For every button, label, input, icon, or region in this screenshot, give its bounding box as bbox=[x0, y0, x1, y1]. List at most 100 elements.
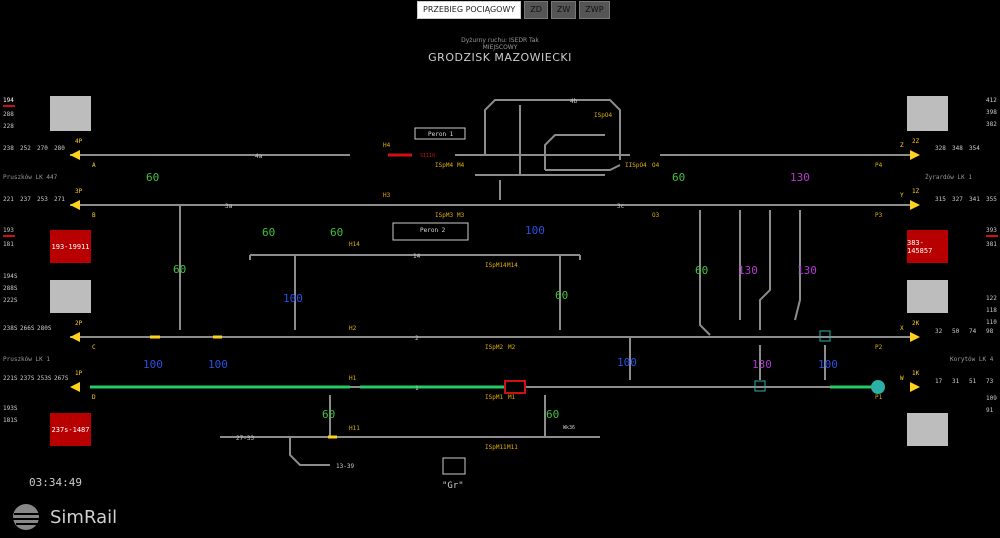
signal-1p-arrow[interactable] bbox=[70, 382, 80, 392]
svg-text:100: 100 bbox=[617, 356, 637, 369]
svg-text:60: 60 bbox=[146, 171, 159, 184]
station-name: GRODZISK MAZOWIECKI bbox=[428, 51, 572, 64]
train-box-left-upper[interactable]: 193-19911 bbox=[50, 230, 91, 263]
svg-text:P1: P1 bbox=[875, 394, 883, 401]
block-indicator-right-3[interactable] bbox=[907, 413, 948, 446]
svg-text:237S: 237S bbox=[20, 375, 35, 382]
svg-text:3P: 3P bbox=[75, 188, 83, 195]
signal-1z-arrow[interactable] bbox=[910, 200, 920, 210]
svg-text:60: 60 bbox=[173, 263, 186, 276]
svg-text:1K: 1K bbox=[912, 370, 920, 377]
mode-zd-button[interactable]: ZD bbox=[524, 1, 548, 19]
svg-text:H3: H3 bbox=[383, 192, 391, 199]
right-block-numbers-d: 109 91 bbox=[986, 395, 997, 414]
svg-text:98: 98 bbox=[986, 328, 994, 335]
svg-text:327: 327 bbox=[952, 196, 963, 203]
svg-text:100: 100 bbox=[283, 292, 303, 305]
block-indicator-left-1[interactable] bbox=[50, 96, 91, 131]
svg-text:237: 237 bbox=[20, 196, 31, 203]
svg-text:ISpM2: ISpM2 bbox=[485, 344, 503, 351]
svg-text:ISpM4: ISpM4 bbox=[435, 162, 453, 169]
operator-role-label: MIEJSCOWY bbox=[482, 44, 518, 51]
svg-text:P2: P2 bbox=[875, 344, 883, 351]
svg-text:4P: 4P bbox=[75, 138, 83, 145]
svg-text:M1: M1 bbox=[508, 394, 516, 401]
svg-text:1P: 1P bbox=[75, 370, 83, 377]
svg-text:267S: 267S bbox=[54, 375, 69, 382]
svg-text:100: 100 bbox=[818, 358, 838, 371]
svg-text:100: 100 bbox=[208, 358, 228, 371]
svg-text:D: D bbox=[92, 394, 96, 401]
level-crossing-icon[interactable] bbox=[442, 457, 466, 475]
svg-text:271: 271 bbox=[54, 196, 65, 203]
svg-text:130: 130 bbox=[738, 264, 758, 277]
block-indicator-left-2[interactable] bbox=[50, 280, 91, 313]
svg-text:348: 348 bbox=[952, 145, 963, 152]
svg-text:ISpM11: ISpM11 bbox=[485, 444, 507, 451]
svg-text:100: 100 bbox=[143, 358, 163, 371]
svg-text:M3: M3 bbox=[457, 212, 465, 219]
simrail-logo: SimRail bbox=[10, 502, 117, 532]
svg-text:Peron 2: Peron 2 bbox=[420, 227, 446, 234]
train-box-left-lower[interactable]: 237s-1487 bbox=[50, 413, 91, 446]
svg-text:4b: 4b bbox=[570, 98, 578, 105]
platform-2 bbox=[392, 222, 469, 241]
train-marker-m1[interactable] bbox=[504, 380, 526, 394]
train-marker-p1[interactable] bbox=[871, 380, 885, 394]
svg-text:60: 60 bbox=[330, 226, 343, 239]
svg-text:IISpO4: IISpO4 bbox=[625, 162, 647, 169]
svg-text:253S: 253S bbox=[37, 375, 52, 382]
clock: 03:34:49 bbox=[29, 476, 82, 489]
block-indicator-right-2[interactable] bbox=[907, 280, 948, 313]
signal-3p-arrow[interactable] bbox=[70, 200, 80, 210]
train-box-right-upper[interactable]: 383-145857 bbox=[907, 230, 948, 263]
svg-text:50: 50 bbox=[952, 328, 960, 335]
switch-58-marker[interactable] bbox=[754, 380, 766, 392]
mode-train-route-button[interactable]: PRZEBIEG POCIĄGOWY bbox=[417, 1, 522, 19]
mode-zw-button[interactable]: ZW bbox=[550, 1, 577, 19]
svg-text:3c: 3c bbox=[617, 203, 625, 210]
signal-2p-arrow[interactable] bbox=[70, 332, 80, 342]
svg-text:M14: M14 bbox=[507, 262, 518, 269]
svg-text:280S: 280S bbox=[37, 325, 52, 332]
svg-text:H14: H14 bbox=[349, 241, 360, 248]
svg-text:H2: H2 bbox=[349, 325, 357, 332]
signal-4p-arrow[interactable] bbox=[70, 150, 80, 160]
svg-text:130: 130 bbox=[752, 358, 772, 371]
svg-text:"Gr": "Gr" bbox=[442, 481, 464, 491]
direction-right-bottom: Korytów LK 4 bbox=[950, 356, 994, 363]
svg-text:ISpO4: ISpO4 bbox=[594, 112, 612, 119]
svg-text:252: 252 bbox=[20, 145, 31, 152]
mode-zwp-button[interactable]: ZWP bbox=[579, 1, 610, 19]
svg-text:221: 221 bbox=[3, 196, 14, 203]
svg-text:X: X bbox=[900, 325, 904, 332]
operator-label: Dyżurny ruchu: ISEDR Tak bbox=[461, 37, 539, 44]
svg-text:M11: M11 bbox=[507, 444, 518, 451]
svg-text:H1: H1 bbox=[349, 375, 357, 382]
block-indicator-right-1[interactable] bbox=[907, 96, 948, 131]
svg-text:2Z: 2Z bbox=[912, 138, 920, 145]
signal-2k-arrow[interactable] bbox=[910, 332, 920, 342]
svg-text:60: 60 bbox=[555, 289, 568, 302]
signal-1k-arrow[interactable] bbox=[910, 382, 920, 392]
switch-63-marker[interactable] bbox=[819, 330, 831, 342]
direction-left-top: Pruszków LK 447 bbox=[3, 174, 58, 181]
svg-text:O3: O3 bbox=[652, 212, 660, 219]
svg-text:W: W bbox=[900, 375, 904, 382]
simrail-logo-icon bbox=[13, 504, 40, 530]
svg-text:2: 2 bbox=[415, 335, 419, 342]
svg-text:221S: 221S bbox=[3, 375, 18, 382]
svg-text:ISpM3: ISpM3 bbox=[435, 212, 453, 219]
svg-text:238: 238 bbox=[3, 145, 14, 152]
signal-2z-arrow[interactable] bbox=[910, 150, 920, 160]
svg-text:O4: O4 bbox=[652, 162, 660, 169]
track-4b-loop[interactable] bbox=[484, 99, 621, 160]
svg-text:17: 17 bbox=[935, 378, 943, 385]
svg-text:60: 60 bbox=[262, 226, 275, 239]
svg-text:355: 355 bbox=[986, 196, 997, 203]
platform-1 bbox=[414, 127, 466, 140]
svg-text:51: 51 bbox=[969, 378, 977, 385]
svg-text:100: 100 bbox=[525, 224, 545, 237]
svg-text:328: 328 bbox=[935, 145, 946, 152]
